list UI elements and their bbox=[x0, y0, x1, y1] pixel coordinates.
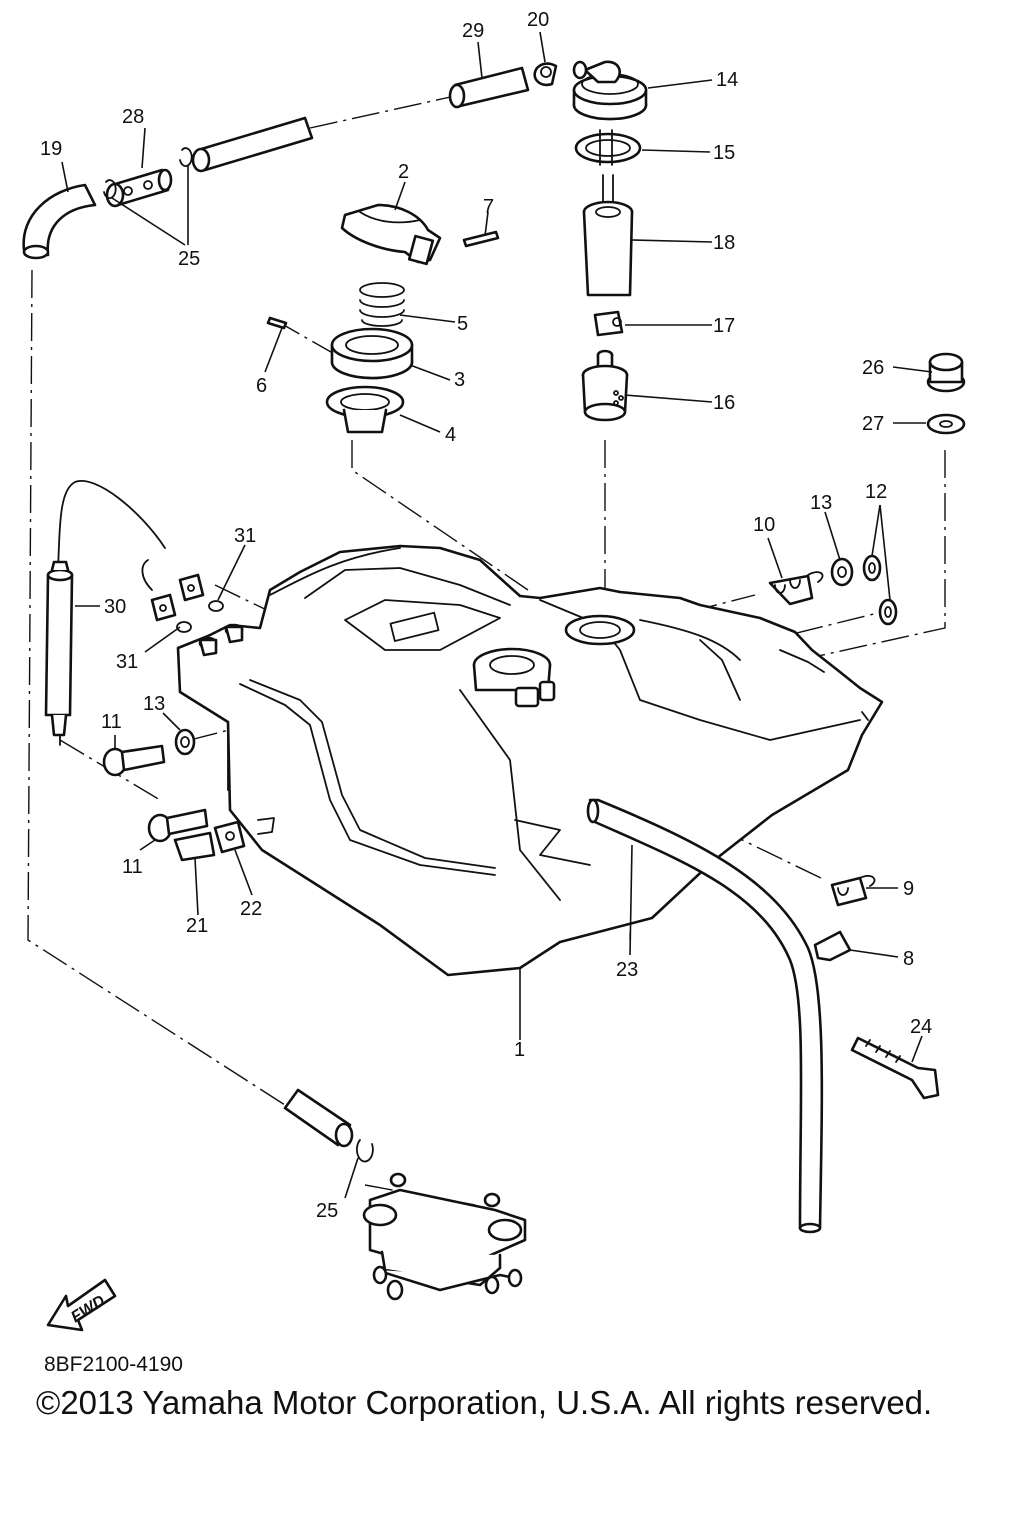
callout-25-top: 25 bbox=[178, 248, 200, 270]
grommet-26 bbox=[926, 352, 966, 393]
collar-13-left bbox=[174, 728, 196, 756]
pin-6 bbox=[266, 316, 288, 330]
oring-31a bbox=[208, 600, 224, 612]
callout-21: 21 bbox=[186, 915, 208, 937]
callout-12: 12 bbox=[865, 481, 887, 503]
callout-31-bottom: 31 bbox=[116, 651, 138, 673]
callout-6: 6 bbox=[256, 375, 267, 397]
callout-25-bottom: 25 bbox=[316, 1200, 338, 1222]
vent-tube-23 bbox=[586, 798, 824, 1234]
pin-7 bbox=[462, 230, 500, 248]
washer-12b bbox=[878, 598, 898, 626]
clip-17 bbox=[593, 310, 624, 337]
callout-14: 14 bbox=[716, 69, 738, 91]
callout-8: 8 bbox=[903, 948, 914, 970]
hose-19 bbox=[22, 183, 97, 260]
hose-29 bbox=[448, 66, 530, 109]
clamp-9 bbox=[830, 874, 876, 907]
callout-28: 28 bbox=[122, 106, 144, 128]
callout-1: 1 bbox=[514, 1039, 525, 1061]
callout-7: 7 bbox=[483, 196, 494, 218]
fuel-cap-2 bbox=[340, 203, 442, 266]
callout-11-bottom: 11 bbox=[122, 856, 143, 878]
hose-lower bbox=[283, 1088, 354, 1148]
callout-18: 18 bbox=[713, 232, 735, 254]
callout-29: 29 bbox=[462, 20, 484, 42]
clamp-20 bbox=[533, 62, 558, 87]
cap-8 bbox=[813, 930, 852, 962]
filter-16 bbox=[581, 349, 629, 422]
cap-14 bbox=[572, 60, 648, 121]
washer-27 bbox=[926, 413, 966, 435]
callout-26: 26 bbox=[862, 357, 884, 379]
spring-5 bbox=[359, 282, 405, 327]
bolt-11-upper bbox=[102, 744, 166, 777]
leader-lines bbox=[61, 31, 933, 1199]
fwd-arrow-icon: FWD bbox=[46, 1278, 117, 1332]
hose-30 bbox=[44, 479, 166, 746]
drawing-code: 8BF2100-4190 bbox=[44, 1353, 183, 1376]
copyright-notice: ©2013 Yamaha Motor Corporation, U.S.A. A… bbox=[36, 1384, 933, 1421]
callout-27: 27 bbox=[862, 413, 884, 435]
hose-upper bbox=[191, 116, 314, 173]
callout-17: 17 bbox=[713, 315, 735, 337]
callout-10: 10 bbox=[753, 514, 775, 536]
clip-25c bbox=[355, 1139, 374, 1163]
fuel-pump bbox=[362, 1172, 527, 1301]
bolt-11-lower bbox=[147, 808, 209, 843]
clamp-31-upper bbox=[178, 573, 205, 602]
sleeve-18 bbox=[582, 174, 634, 297]
collar-13-right bbox=[830, 557, 854, 587]
callout-4: 4 bbox=[445, 424, 456, 446]
ring-3 bbox=[330, 327, 414, 380]
oring-31b bbox=[176, 621, 192, 633]
callout-22: 22 bbox=[240, 898, 262, 920]
clamp-31-lower bbox=[150, 593, 177, 622]
flange-4 bbox=[325, 385, 405, 434]
gasket-15 bbox=[574, 129, 642, 166]
callout-13-left: 13 bbox=[143, 693, 165, 715]
callout-16: 16 bbox=[713, 392, 735, 414]
clamp-10 bbox=[768, 571, 824, 606]
clip-25a bbox=[103, 179, 117, 199]
callout-13-right: 13 bbox=[810, 492, 832, 514]
callout-5: 5 bbox=[457, 313, 468, 335]
callout-9: 9 bbox=[903, 878, 914, 900]
hose-21 bbox=[173, 831, 216, 862]
callout-3: 3 bbox=[454, 369, 465, 391]
callout-30: 30 bbox=[104, 596, 126, 618]
callout-19: 19 bbox=[40, 138, 62, 160]
fuel-tank-1 bbox=[176, 544, 884, 977]
washer-12a bbox=[862, 554, 882, 582]
strap-24 bbox=[850, 1036, 940, 1100]
callout-15: 15 bbox=[713, 142, 735, 164]
callout-20: 20 bbox=[527, 9, 549, 31]
callout-labels: 29 20 14 28 19 15 2 7 18 25 5 17 26 3 6 … bbox=[40, 9, 932, 1222]
callout-24: 24 bbox=[910, 1016, 932, 1038]
clamp-22 bbox=[213, 820, 246, 854]
callout-23: 23 bbox=[616, 959, 638, 981]
callout-11-top: 11 bbox=[101, 711, 122, 733]
callout-2: 2 bbox=[398, 161, 409, 183]
clip-25b bbox=[179, 147, 193, 167]
callout-31-top: 31 bbox=[234, 525, 256, 547]
